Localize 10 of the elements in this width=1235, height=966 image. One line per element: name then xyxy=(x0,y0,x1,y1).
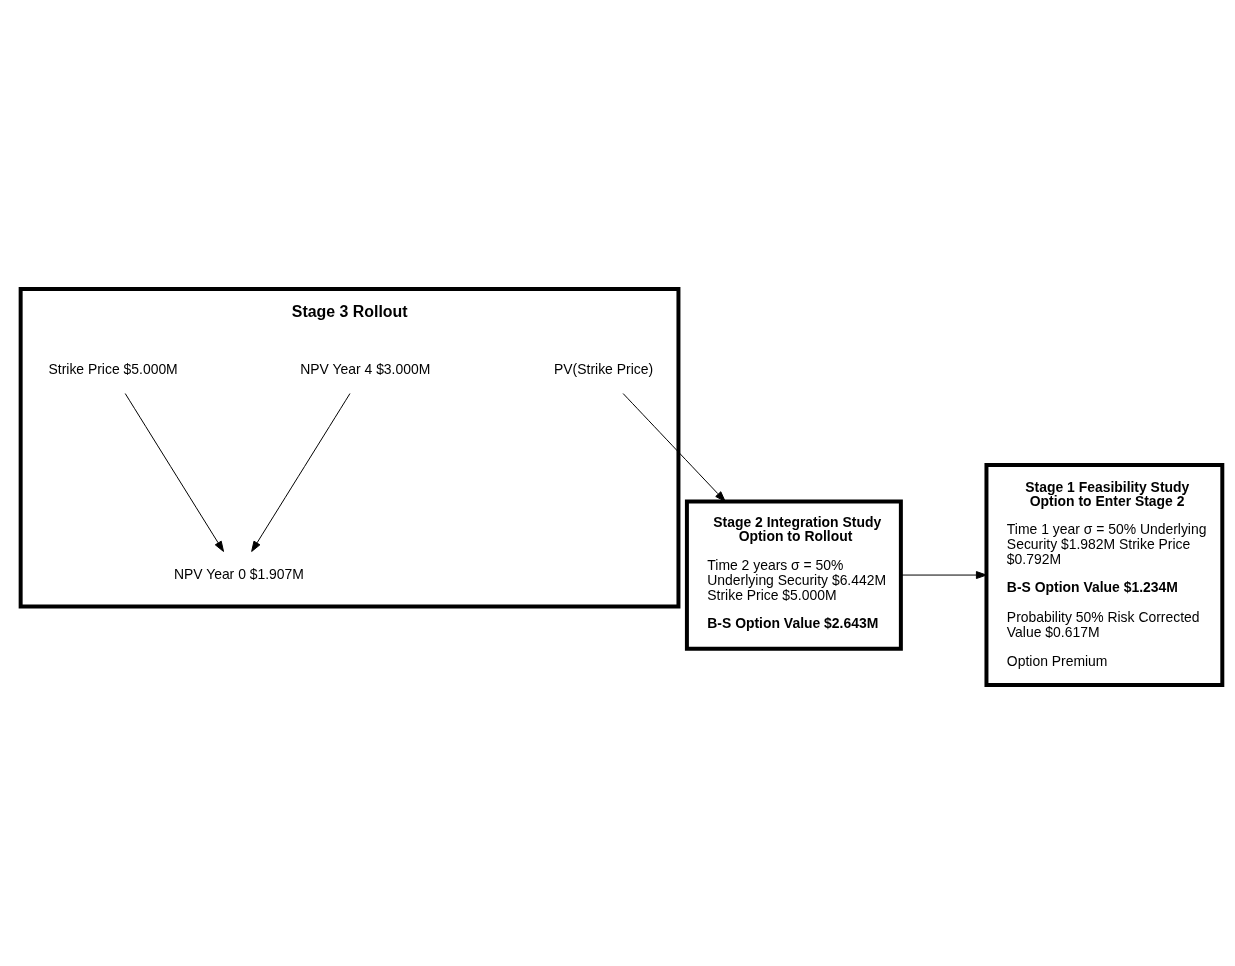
arrow xyxy=(622,393,726,502)
node-text: NPV Year 0 $1.907M xyxy=(173,566,304,583)
arrow xyxy=(251,393,351,552)
node-text: PV(Strike Price) xyxy=(554,361,654,378)
node-text: NPV Year 4 $3.000M xyxy=(300,361,431,378)
arrow xyxy=(900,571,987,580)
node-text: Strike Price $5.000M xyxy=(48,361,178,378)
arrow xyxy=(124,393,224,552)
node-box: Stage 2 Integration Study Option to Rollout Time 2 years σ = 50% Underlying Security $6.442M Strike Price $5.000M B-S Option Value $2.643M xyxy=(684,499,903,651)
node-box: Stage 1 Feasibility Study Option to Enter Stage 2 Time 1 year σ = 50% Underlying Security $1.982M Strike Price $0.792M B-S Option Value $1.234M Probability 50% Risk Corrected Value $0.617M Option Premium xyxy=(984,463,1225,687)
